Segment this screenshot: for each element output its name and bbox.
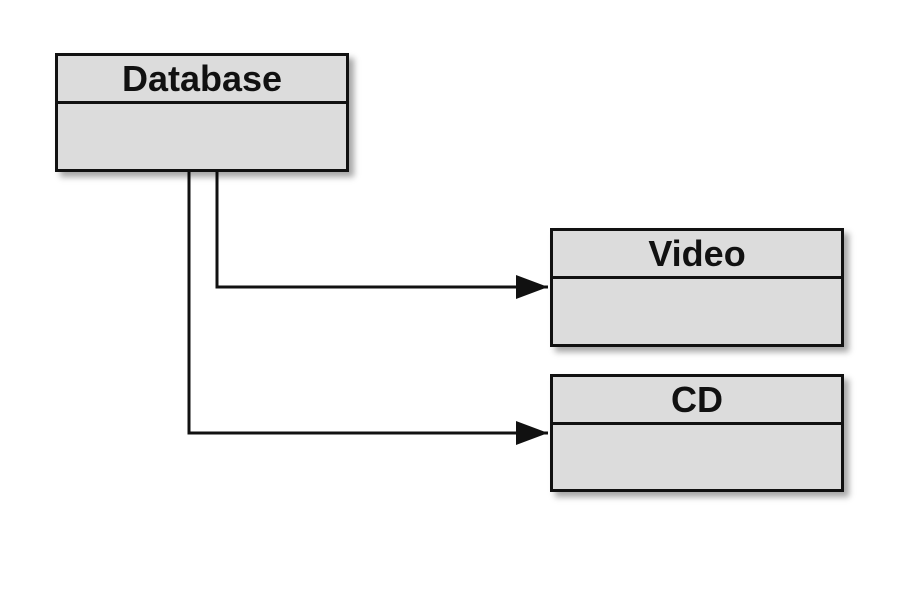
association-database-video	[215, 172, 548, 299]
class-name-video: Video	[553, 231, 841, 279]
class-box-video: Video	[550, 228, 844, 347]
class-name-database: Database	[58, 56, 346, 104]
class-name-cd: CD	[553, 377, 841, 425]
association-database-cd	[187, 172, 548, 445]
class-box-cd: CD	[550, 374, 844, 492]
class-box-database: Database	[55, 53, 349, 172]
